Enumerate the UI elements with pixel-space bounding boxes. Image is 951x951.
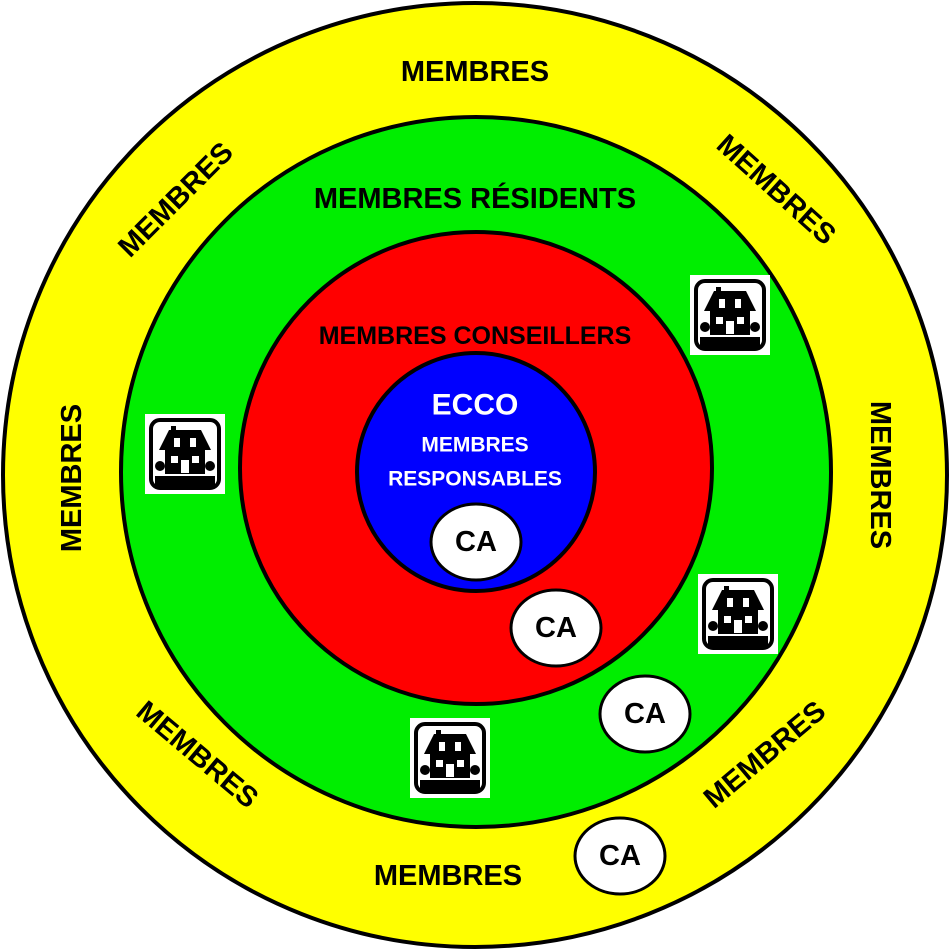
svg-text:CA: CA [455,526,497,558]
ca-badge: CA [429,502,523,582]
resident-members-label: MEMBRES RÉSIDENTS [314,181,636,215]
members-label-right: MEMBRES [864,401,896,549]
house-icon [143,412,227,496]
house-icon [696,572,780,656]
ca-badge: CA [573,816,667,896]
blue-core-responsible-members [355,351,597,593]
svg-text:CA: CA [535,612,577,644]
ecco-title: ECCO [432,389,519,422]
ca-badge: CA [598,674,692,754]
house-icon [688,273,772,357]
advisor-members-label: MEMBRES CONSEILLERS [319,322,632,350]
responsible-members-line2: RESPONSABLES [388,468,562,491]
members-label-top: MEMBRES [401,56,549,88]
house-icon [408,716,492,800]
members-label-left: MEMBRES [56,404,88,552]
responsible-members-line1: MEMBRES [421,434,528,457]
svg-text:CA: CA [599,840,641,872]
ca-badge: CA [509,588,603,668]
members-label-bottom: MEMBRES [374,860,522,892]
svg-text:CA: CA [624,698,666,730]
